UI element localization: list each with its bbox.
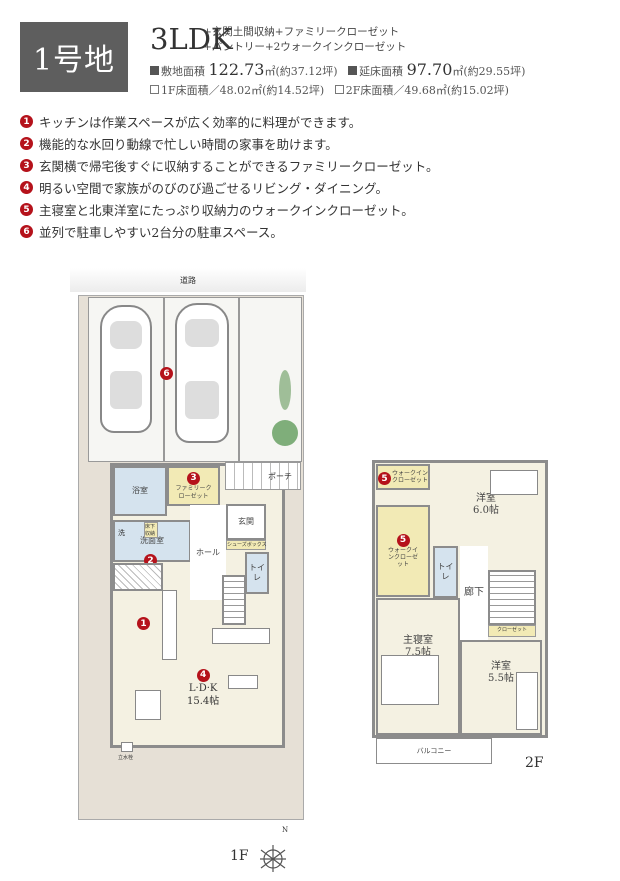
lot-number-badge: 1号地 [20,22,128,92]
site-area-label: 敷地面積 [161,65,205,78]
car-icon [100,305,152,433]
hall: ホール [190,505,226,600]
room-label: 廊下 [464,587,484,598]
layout-extra-1: +玄関土間収納+ファミリークローゼット [203,26,400,38]
room-label: トイレ [249,563,265,582]
feature-text: 並列で駐車しやすい2台分の駐車スペース。 [39,225,283,240]
room-label: 浴室 [132,486,148,496]
car-icon [175,303,229,443]
marker-badge: 3 [187,472,200,486]
marker-badge: 3 [20,159,33,172]
room-size: 6.0帖 [473,505,499,516]
marker-badge: 1 [137,617,150,630]
porch: ポーチ [225,462,301,490]
total-area-unit: ㎡(約29.55坪) [452,65,526,78]
bed [381,655,439,705]
feature-item: 5 主寝室と北東洋室にたっぷり収納力のウォークインクローゼット。 [20,200,414,219]
floor2-area: 2F床面積／49.68㎡(約15.02坪) [345,84,509,97]
feature-item: 1 キッチンは作業スペースが広く効率的に料理ができます。 [20,112,361,131]
room-label: 玄関 [238,517,254,527]
site-area-value: 122.73 [208,60,265,79]
floor1-label: 1F [230,848,249,864]
room-label: ファミリークローゼット [175,485,212,500]
marker-badge: 2 [20,137,33,150]
filled-square-icon [150,66,159,75]
total-area-value: 97.70 [406,60,453,79]
room-label: ホール [196,547,220,557]
layout-type: 3LDK [150,22,233,56]
feature-text: 玄関横で帰宅後すぐに収納することができるファミリークローゼット。 [39,159,439,174]
bathroom: 浴室 [113,466,167,516]
ldk-label: 4 L·D·K 15.4帖 [187,668,219,708]
room-size: 5.5帖 [488,672,514,684]
coffee-table [228,675,258,689]
feature-item: 2 機能的な水回り動線で忙しい時間の家事を助けます。 [20,134,338,153]
staircase-2f [488,570,536,625]
feature-text: 主寝室と北東洋室にたっぷり収納力のウォークインクローゼット。 [39,203,414,218]
room-label: 洋室 [491,660,511,672]
bed [516,672,538,730]
marker-badge: 4 [20,181,33,194]
closet: クローゼット [488,625,536,637]
feature-text: キッチンは作業スペースが広く効率的に料理ができます。 [39,115,362,130]
tree-icon [272,420,298,446]
site-area-unit: ㎡(約37.12坪) [264,65,338,78]
room-label: 洗面室 [140,536,164,546]
room-label: L·D·K [188,683,218,695]
marker-badge: 4 [196,669,210,683]
parking-divider [238,298,240,461]
room-label: ウォークインクローゼット [392,469,429,484]
faucet-label: 立水栓 [118,755,134,761]
staircase [222,575,246,625]
floor1-area: 1F床面積／48.02㎡(約14.52坪) [161,84,325,97]
marker-badge: 5 [396,533,410,547]
marker-badge: 6 [20,225,33,238]
entrance: 玄関 [226,504,266,540]
marker-badge: 5 [20,203,33,216]
corridor: 廊下 [460,546,488,640]
room-size: 15.4帖 [187,696,220,708]
marker-badge: 1 [20,115,33,128]
feature-item: 3 玄関横で帰宅後すぐに収納することができるファミリークローゼット。 [20,156,439,175]
marker-badge: 5 [378,472,391,485]
filled-square-icon [348,66,358,75]
area-summary: 敷地面積 122.73㎡(約37.12坪) 延床面積 97.70㎡(約29.55… [150,60,525,79]
dining-table [135,690,161,720]
empty-square-icon [334,85,344,94]
floor2-label: 2F [525,755,544,771]
shoe-box: シューズボックス [226,540,267,550]
washer-label: 洗 [118,529,125,537]
shrub-icon [279,370,291,410]
marker-badge: 6 [160,367,173,380]
road: 道路 [70,268,306,292]
room-label: ウォークインクローゼット [388,546,419,569]
floor-area-summary: 1F床面積／48.02㎡(約14.52坪) 2F床面積／49.68㎡(約15.0… [150,82,509,98]
room-label: 主寝室 [403,634,433,646]
under-floor-storage: 床下収納 [144,522,158,538]
room-size: 7.5帖 [405,646,431,658]
kitchen-counter [162,590,177,660]
balcony: バルコニー [376,738,492,764]
compass-icon [260,845,286,872]
room-label: バルコニー [416,746,452,755]
toilet-1f: トイレ [245,552,269,594]
feature-item: 4 明るい空間で家族がのびのび過ごせるリビング・ダイニング。 [20,178,388,197]
empty-square-icon [150,85,159,94]
room-label: トイレ [437,562,454,581]
layout-extra-2: +パントリー+2ウォークインクローゼット [203,41,407,53]
sofa [212,628,270,644]
feature-item: 6 並列で駐車しやすい2台分の駐車スペース。 [20,222,283,241]
north-label: N [282,826,289,834]
feature-text: 明るい空間で家族がのびのび過ごせるリビング・ダイニング。 [39,181,389,196]
pantry [113,563,163,591]
faucet-icon [121,742,133,752]
room-label: 洋室 [476,493,496,504]
feature-text: 機能的な水回り動線で忙しい時間の家事を助けます。 [39,137,338,152]
toilet-2f: トイレ [433,546,458,598]
total-area-label: 延床面積 [359,65,404,78]
bed [490,470,538,495]
